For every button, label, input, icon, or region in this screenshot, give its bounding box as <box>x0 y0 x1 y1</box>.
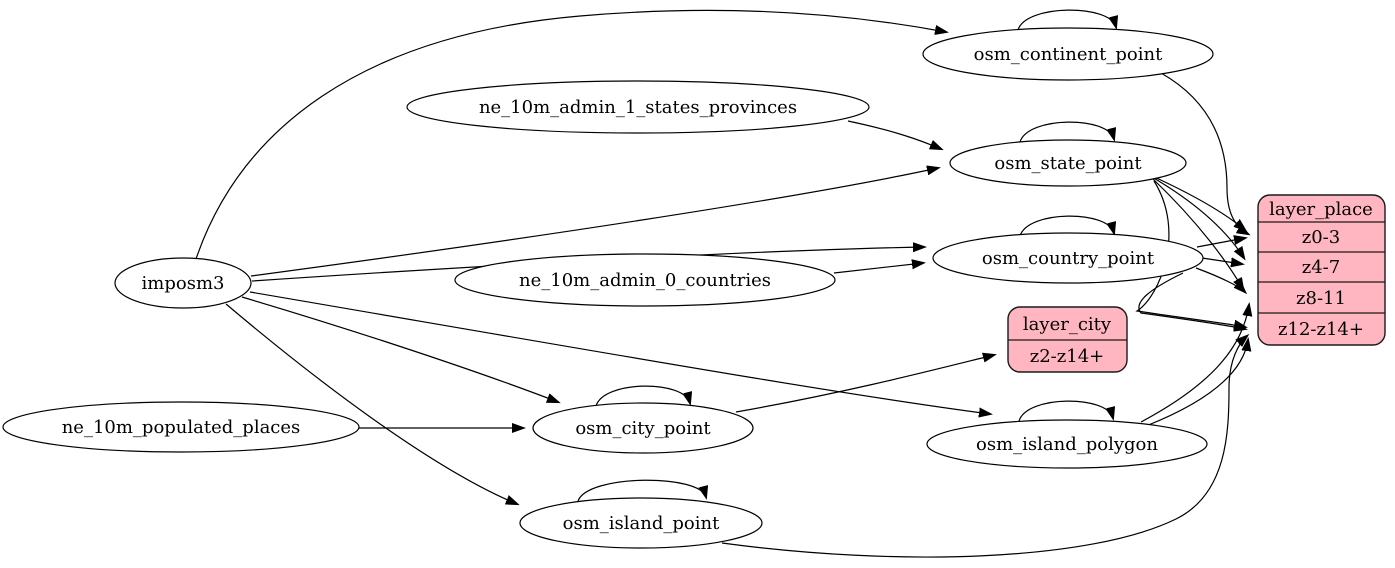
node-osm_continent_point: osm_continent_point <box>922 27 1214 81</box>
osm_city_point-label: osm_city_point <box>575 418 711 439</box>
ne_10m_admin_0_countries-label: ne_10m_admin_0_countries <box>519 270 771 291</box>
layer_place-row-z8-11: z8-11 <box>1296 288 1346 309</box>
edge-imposm3-osm_island_polygon <box>249 291 990 414</box>
layer_city-row-z2-z14: z2-z14+ <box>1030 346 1105 367</box>
edge-osm_continent_point-self-loop <box>1017 9 1116 31</box>
edge-osm_state_point-layer_place-z4-7 <box>1151 176 1244 258</box>
edge-osm_island_polygon-self-loop <box>1018 400 1113 422</box>
osm_continent_point-ellipse <box>922 27 1214 81</box>
edge-osm_country_point-layer_place-z0-3 <box>1196 238 1245 248</box>
osm_island_point-label: osm_island_point <box>563 513 720 534</box>
edge-osm_city_point-layer_city-z2-z14 <box>735 355 994 413</box>
node-ne_10m_populated_places: ne_10m_populated_places <box>2 401 360 453</box>
edges-layer <box>195 9 1249 558</box>
edge-osm_country_point-layer_place-z8-11 <box>1195 267 1245 292</box>
node-imposm3: imposm3 <box>114 257 252 309</box>
node-osm_city_point: osm_city_point <box>532 402 754 454</box>
edge-ne_10m_admin_1_states_provinces-osm_state_point <box>847 120 941 149</box>
node-osm_island_point: osm_island_point <box>519 497 763 549</box>
layer_place-row-z12-z14: z12-z14+ <box>1278 319 1364 340</box>
node-osm_country_point: osm_country_point <box>932 232 1204 284</box>
edge-osm_country_point-layer_place-z4-7 <box>1201 257 1242 264</box>
layer_place-row-z0-3: z0-3 <box>1302 227 1340 248</box>
ne_10m_populated_places-ellipse <box>2 401 360 453</box>
node-osm_island_polygon: osm_island_polygon <box>926 419 1208 469</box>
imposm3-ellipse <box>114 257 252 309</box>
ne_10m_admin_1_states_provinces-ellipse <box>406 80 870 134</box>
layer_place-box <box>1257 194 1386 346</box>
node-layer_place: layer_place z0-3 z4-7 z8-11 z12-z14+ <box>1257 194 1386 346</box>
node-osm_state_point: osm_state_point <box>949 139 1187 187</box>
edge-osm_state_point-layer_place-z8-11 <box>1152 178 1243 289</box>
osm_city_point-ellipse <box>532 402 754 454</box>
edge-osm_country_point-self-loop <box>1019 215 1114 237</box>
osm_state_point-ellipse <box>949 139 1187 187</box>
ne_10m_admin_1_states_provinces-label: ne_10m_admin_1_states_provinces <box>479 97 797 118</box>
imposm3-label: imposm3 <box>142 273 225 294</box>
edge-osm_island_point-self-loop <box>577 479 706 502</box>
ne_10m_admin_0_countries-ellipse <box>454 253 836 307</box>
osm_continent_point-label: osm_continent_point <box>974 44 1163 65</box>
edge-osm_city_point-self-loop <box>595 385 690 407</box>
edge-imposm3-osm_city_point <box>241 296 558 402</box>
edge-imposm3-osm_continent_point <box>195 9 946 260</box>
edge-osm_state_point-layer_place-z0-3 <box>1149 174 1245 230</box>
edge-osm_state_point-layer_place-z12-z14 <box>1135 180 1245 327</box>
ne_10m_populated_places-label: ne_10m_populated_places <box>62 417 301 438</box>
osm_state_point-label: osm_state_point <box>994 153 1142 174</box>
edge-osm_island_polygon-layer_place-z8-11 <box>1140 305 1249 423</box>
edge-imposm3-osm_state_point <box>250 168 938 277</box>
edge-osm_country_point-layer_place-z12-z14 <box>1138 272 1245 329</box>
layer_place-title: layer_place <box>1269 199 1373 220</box>
layer_place-row-z4-7: z4-7 <box>1302 257 1340 278</box>
osm_country_point-ellipse <box>932 232 1204 284</box>
node-ne_10m_admin_0_countries: ne_10m_admin_0_countries <box>454 253 836 307</box>
edge-imposm3-osm_island_point <box>225 303 517 504</box>
edge-ne_10m_admin_0_countries-osm_country_point <box>833 263 923 274</box>
edge-osm_state_point-self-loop <box>1019 121 1114 143</box>
edge-osm_island_point-layer_place-z12-z14 <box>721 336 1247 558</box>
osm_island_polygon-ellipse <box>926 419 1208 469</box>
node-ne_10m_admin_1_states_provinces: ne_10m_admin_1_states_provinces <box>406 80 870 134</box>
osm_island_polygon-label: osm_island_polygon <box>976 434 1158 455</box>
layer_city-title: layer_city <box>1023 314 1112 335</box>
edge-osm_island_polygon-layer_place-z12-z14 <box>1145 340 1248 427</box>
node-layer_city: layer_city z2-z14+ <box>1007 306 1128 373</box>
osm_island_point-ellipse <box>519 497 763 549</box>
osm_country_point-label: osm_country_point <box>982 248 1155 269</box>
